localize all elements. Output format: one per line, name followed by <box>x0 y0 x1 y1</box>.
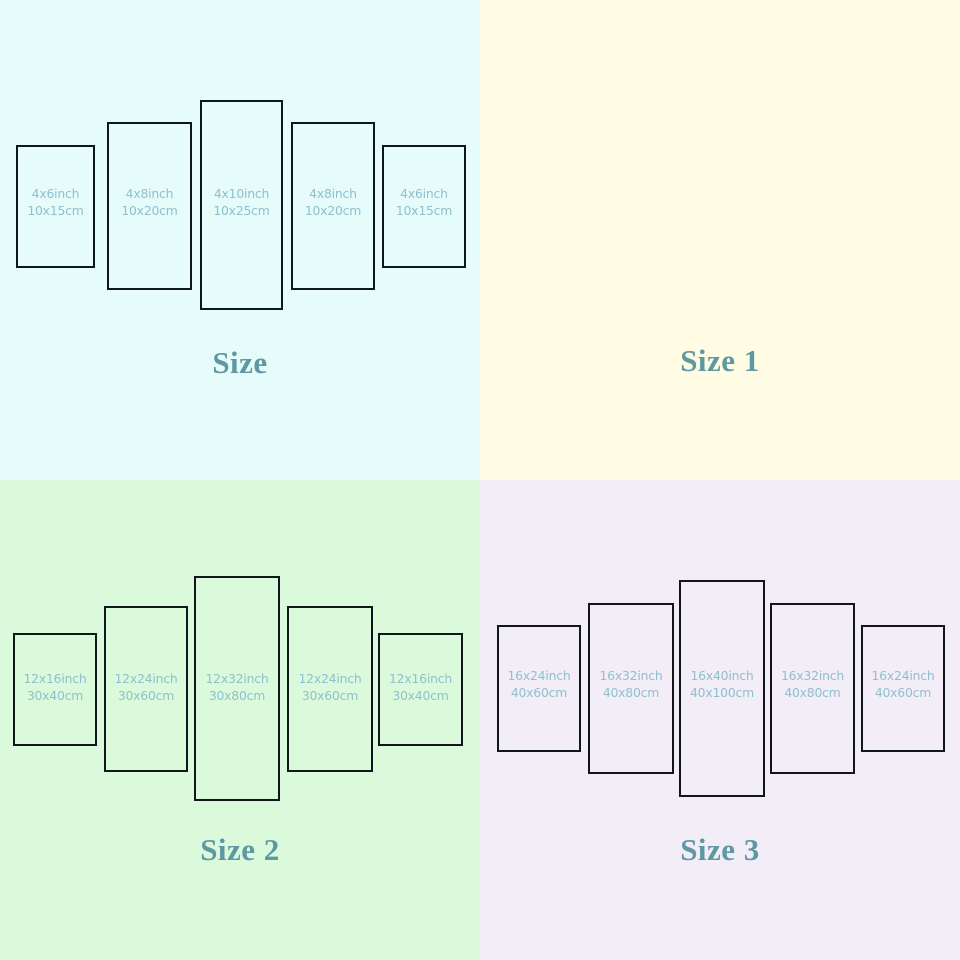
quadrant-title-size-3: Size 3 <box>680 832 760 867</box>
frame-size-3-panel-5[interactable] <box>861 625 945 752</box>
frame-size-panel-2[interactable] <box>107 122 192 290</box>
frame-size-panel-1[interactable] <box>16 145 95 268</box>
frame-size-panel-3[interactable] <box>200 100 283 310</box>
quadrant-title-size-1: Size 1 <box>680 343 760 378</box>
quadrant-title-size-2: Size 2 <box>200 832 280 867</box>
frame-size-2-panel-1[interactable] <box>13 633 97 746</box>
frame-size-panel-4[interactable] <box>291 122 375 290</box>
frame-size-3-panel-2[interactable] <box>588 603 674 774</box>
frame-size-3-panel-4[interactable] <box>770 603 855 774</box>
frame-size-3-panel-1[interactable] <box>497 625 581 752</box>
frame-size-2-panel-4[interactable] <box>287 606 373 772</box>
frame-size-panel-5[interactable] <box>382 145 466 268</box>
frame-size-2-panel-5[interactable] <box>378 633 463 746</box>
quadrant-size-1: 8x14inch20x35cm8x18inch20x45cm8x22inch20… <box>480 0 960 480</box>
frame-size-2-panel-3[interactable] <box>194 576 280 801</box>
frame-size-3-panel-3[interactable] <box>679 580 765 797</box>
quadrant-title-size: Size <box>212 345 268 380</box>
frame-size-2-panel-2[interactable] <box>104 606 188 772</box>
panel-group-size-1: 8x14inch20x35cm8x18inch20x45cm8x22inch20… <box>480 0 960 480</box>
